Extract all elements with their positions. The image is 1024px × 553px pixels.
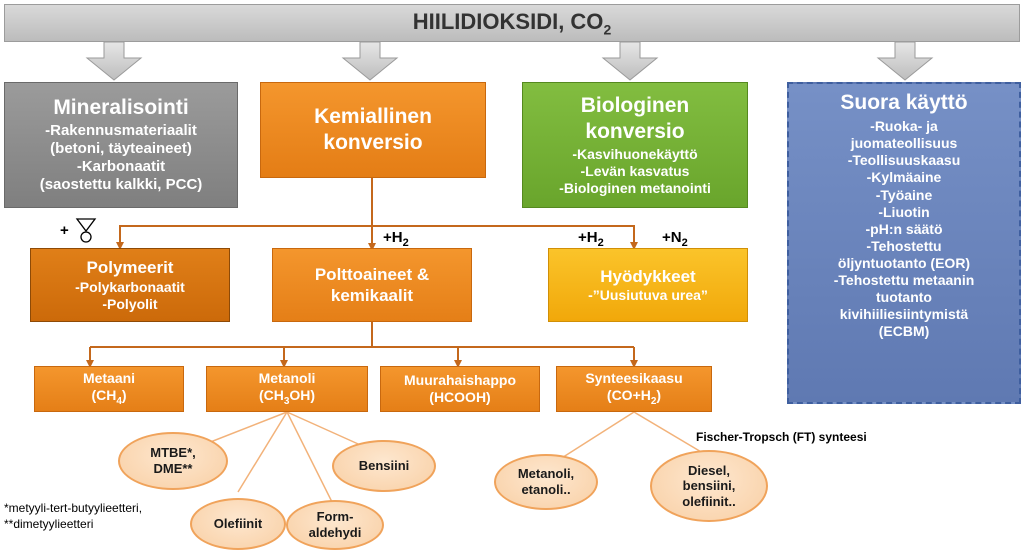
footnote: *metyyli-tert-butyylieetteri, **dimetyyl… bbox=[4, 500, 142, 532]
precipitate-icon bbox=[75, 218, 97, 243]
h2-label: +H2 bbox=[383, 229, 409, 249]
suora-line: -Ruoka- ja bbox=[870, 118, 938, 135]
suora-line: öljyntuotanto (EOR) bbox=[837, 254, 971, 271]
polymeerit-box: Polymeerit -Polykarbonaatit -Polyolit bbox=[30, 248, 230, 322]
hyodykkeet-line: -”Uusiutuva urea” bbox=[588, 287, 708, 304]
metaani-box: Metaani (CH4) bbox=[34, 366, 184, 412]
biologinen-item: -Levän kasvatus bbox=[580, 162, 690, 179]
muurahaishappo-box: Muurahaishappo (HCOOH) bbox=[380, 366, 540, 412]
fischer-tropsch-label: Fischer-Tropsch (FT) synteesi bbox=[696, 430, 867, 444]
synteesikaasu-name: Synteesikaasu bbox=[585, 369, 683, 386]
suora-kaytto-box: Suora käyttö -Ruoka- ja juomateollisuus … bbox=[787, 82, 1021, 404]
biologinen-line: konversio bbox=[585, 120, 685, 144]
suora-line: -Tehostettu metaanin bbox=[833, 271, 975, 288]
suora-line: -Teollisuuskaasu bbox=[847, 152, 961, 169]
suora-line: kivihiiliesiintymistä bbox=[839, 306, 969, 323]
h2-label: +H2 bbox=[578, 229, 604, 249]
polttoaineet-line: Polttoaineet & bbox=[314, 264, 430, 284]
metanoli-formula: (CH3OH) bbox=[258, 387, 316, 407]
kemiallinen-line: Kemiallinen bbox=[314, 104, 432, 128]
polymeerit-title: Polymeerit bbox=[86, 258, 174, 278]
co2-banner: HIILIDIOKSIDI, CO2 bbox=[4, 4, 1020, 42]
polttoaineet-kemikaalit-box: Polttoaineet & kemikaalit bbox=[272, 248, 472, 322]
kemiallinen-konversio-box: Kemiallinen konversio bbox=[260, 82, 486, 178]
mineralisointi-line: (saostettu kalkki, PCC) bbox=[39, 176, 203, 194]
metanoli-etanoli-ellipse: Metanoli, etanoli.. bbox=[494, 454, 598, 510]
polttoaineet-line: kemikaalit bbox=[330, 286, 414, 305]
footnote-line: **dimetyylieetteri bbox=[4, 517, 94, 532]
bensiini-ellipse: Bensiini bbox=[332, 440, 436, 492]
kemiallinen-line: konversio bbox=[323, 131, 423, 154]
biologinen-konversio-box: Biologinen konversio -Kasvihuonekäyttö -… bbox=[522, 82, 748, 208]
mineralisointi-title: Mineralisointi bbox=[53, 96, 189, 120]
mineralisointi-line: -Rakennusmateriaalit bbox=[45, 121, 197, 139]
metaani-name: Metaani bbox=[82, 369, 136, 386]
suora-line: tuotanto bbox=[876, 289, 932, 306]
banner-arrows bbox=[85, 41, 934, 81]
diesel-ellipse: Diesel, bensiini, olefiinit.. bbox=[650, 450, 768, 522]
metaani-formula: (CH4) bbox=[91, 387, 127, 407]
suora-line: -Työaine bbox=[875, 186, 933, 203]
n2-label: +N2 bbox=[662, 229, 688, 249]
olefiinit-ellipse: Olefiinit bbox=[190, 498, 286, 550]
biologinen-line: Biologinen bbox=[580, 94, 690, 118]
biologinen-item: -Kasvihuonekäyttö bbox=[572, 145, 698, 162]
formaldehydi-ellipse: Form- aldehydi bbox=[286, 500, 384, 550]
polymeerit-line: -Polykarbonaatit bbox=[75, 278, 185, 295]
mineralisointi-line: -Karbonaatit bbox=[76, 158, 166, 176]
synteesikaasu-box: Synteesikaasu (CO+H2) bbox=[556, 366, 712, 412]
banner-title: HIILIDIOKSIDI, CO2 bbox=[412, 8, 612, 38]
metanoli-box: Metanoli (CH3OH) bbox=[206, 366, 368, 412]
suora-title: Suora käyttö bbox=[840, 91, 968, 114]
suora-line: juomateollisuus bbox=[850, 135, 958, 152]
footnote-line: *metyyli-tert-butyylieetteri, bbox=[4, 501, 143, 515]
suora-line: -Liuotin bbox=[878, 203, 930, 220]
hyodykkeet-box: Hyödykkeet -”Uusiutuva urea” bbox=[548, 248, 748, 322]
biologinen-item: -Biologinen metanointi bbox=[559, 179, 711, 196]
polymeerit-line: -Polyolit bbox=[102, 295, 158, 312]
mineralisointi-box: Mineralisointi -Rakennusmateriaalit (bet… bbox=[4, 82, 238, 208]
suora-line: -Kylmäaine bbox=[866, 169, 942, 186]
metanoli-name: Metanoli bbox=[258, 369, 316, 386]
mineralisointi-line: (betoni, täyteaineet) bbox=[50, 139, 192, 157]
suora-line: -pH:n säätö bbox=[865, 220, 943, 237]
hyodykkeet-title: Hyödykkeet bbox=[600, 266, 696, 286]
muurahaishappo-formula: (HCOOH) bbox=[429, 389, 491, 405]
synteesikaasu-formula: (CO+H2) bbox=[606, 387, 662, 407]
muurahaishappo-name: Muurahaishappo bbox=[403, 371, 516, 388]
suora-line: (ECBM) bbox=[878, 323, 930, 340]
mtbe-dme-ellipse: MTBE*, DME** bbox=[118, 432, 228, 490]
plus-label: + bbox=[60, 222, 69, 239]
suora-line: -Tehostettu bbox=[866, 237, 942, 254]
